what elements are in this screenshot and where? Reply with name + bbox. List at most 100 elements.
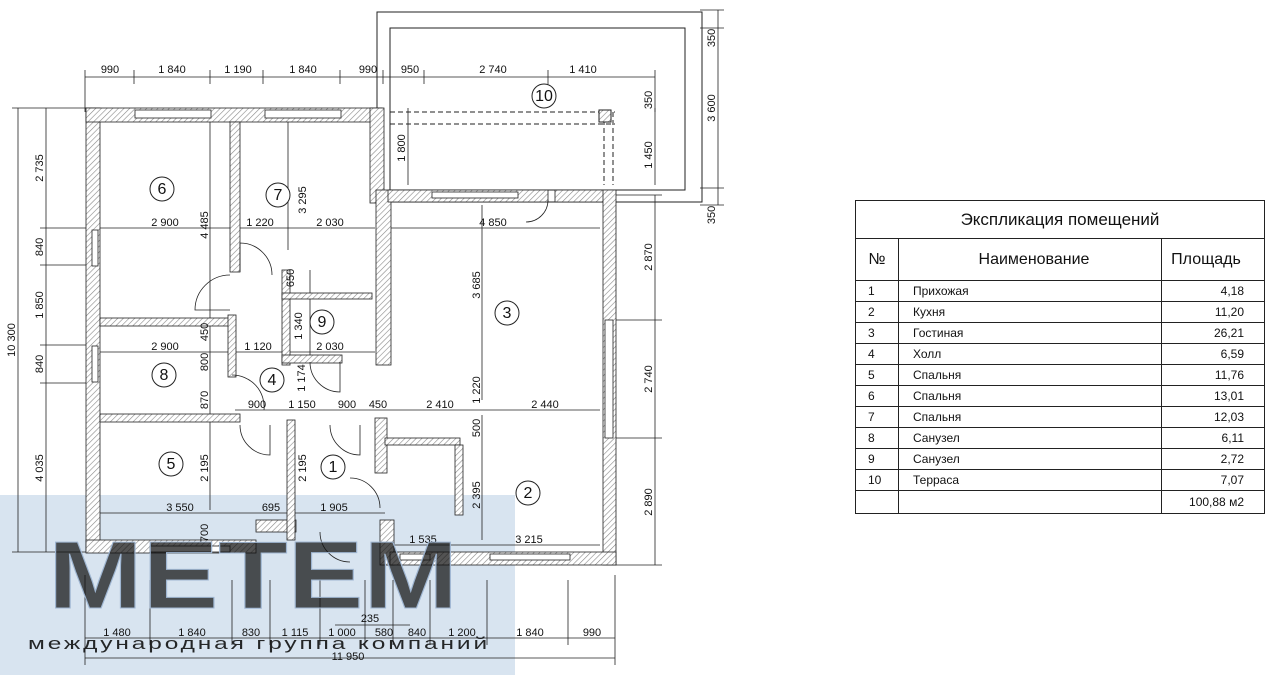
dimension-lines bbox=[12, 9, 724, 665]
table-row: 2 Кухня 11,20 bbox=[855, 301, 1265, 323]
row-area: 6,11 bbox=[1161, 427, 1265, 449]
interior-dim: 800 bbox=[199, 353, 211, 371]
header-name: Наименование bbox=[898, 238, 1162, 281]
bottom-dim: 1 000 bbox=[328, 627, 356, 639]
table-title: Экспликация помещений bbox=[855, 200, 1265, 239]
table-row: 4 Холл 6,59 bbox=[855, 343, 1265, 365]
row-name: Холл bbox=[898, 343, 1162, 365]
watermark-subtitle: международная группа компаний bbox=[28, 634, 490, 653]
room-explication-table: Экспликация помещений № Наименование Пло… bbox=[855, 200, 1265, 514]
interior-dim: 650 bbox=[285, 269, 297, 287]
table-row: 6 Спальня 13,01 bbox=[855, 385, 1265, 407]
room-label-9: 9 bbox=[318, 314, 327, 331]
room-label-1: 1 bbox=[329, 459, 338, 476]
row-number: 4 bbox=[855, 343, 899, 365]
header-number: № bbox=[855, 238, 899, 281]
left-dim: 1 850 bbox=[34, 291, 46, 319]
room-label-5: 5 bbox=[167, 456, 176, 473]
row-area: 12,03 bbox=[1161, 406, 1265, 428]
row-number: 5 bbox=[855, 364, 899, 386]
top-dim: 1 410 bbox=[569, 64, 597, 76]
row-area: 11,20 bbox=[1161, 301, 1265, 323]
table-row: 3 Гостиная 26,21 bbox=[855, 322, 1265, 344]
row-number: 9 bbox=[855, 448, 899, 470]
row-name: Кухня bbox=[898, 301, 1162, 323]
room-label-2: 2 bbox=[524, 485, 533, 502]
row-area: 7,07 bbox=[1161, 469, 1265, 491]
terrace-dim: 350 bbox=[706, 206, 718, 224]
left-dim: 840 bbox=[34, 355, 46, 373]
right-dim: 2 740 bbox=[643, 365, 655, 393]
bottom-dim: 1 480 bbox=[103, 627, 131, 639]
table-row: 7 Спальня 12,03 bbox=[855, 406, 1265, 428]
table-row: 10 Терраса 7,07 bbox=[855, 469, 1265, 491]
row-area: 4,18 bbox=[1161, 280, 1265, 302]
row-area: 11,76 bbox=[1161, 364, 1265, 386]
total-empty-cell bbox=[855, 490, 899, 514]
interior-dim: 695 bbox=[262, 502, 280, 514]
bottom-dim-235: 235 bbox=[361, 613, 379, 625]
row-number: 10 bbox=[855, 469, 899, 491]
interior-dim: 700 bbox=[199, 524, 211, 542]
top-dim: 950 bbox=[401, 64, 419, 76]
room-markers bbox=[149, 83, 557, 506]
watermark-logo: МЕТЕМ международная группа компаний bbox=[28, 522, 490, 654]
interior-dim: 450 bbox=[369, 399, 387, 411]
interior-dim: 2 900 bbox=[151, 341, 179, 353]
interior-dim: 2 900 bbox=[151, 217, 179, 229]
room-label-6: 6 bbox=[158, 181, 167, 198]
left-dim: 4 035 bbox=[34, 454, 46, 482]
interior-dim: 2 030 bbox=[316, 341, 344, 353]
interior-dim: 1 535 bbox=[409, 534, 437, 546]
interior-dim: 1 150 bbox=[288, 399, 316, 411]
interior-dim: 2 195 bbox=[297, 454, 309, 482]
left-dim: 840 bbox=[34, 238, 46, 256]
interior-dim: 1 905 bbox=[320, 502, 348, 514]
interior-dim: 450 bbox=[199, 323, 211, 341]
interior-dim: 3 550 bbox=[166, 502, 194, 514]
right-dim: 2 870 bbox=[643, 243, 655, 271]
total-area: 100,88 м2 bbox=[1161, 490, 1265, 514]
bottom-dim: 580 bbox=[375, 627, 393, 639]
table-row: 1 Прихожая 4,18 bbox=[855, 280, 1265, 302]
interior-dim: 1 220 bbox=[471, 376, 483, 404]
table-row: 5 Спальня 11,76 bbox=[855, 364, 1265, 386]
right-dim: 2 890 bbox=[643, 488, 655, 516]
bottom-dim: 1 115 bbox=[282, 627, 309, 639]
row-area: 2,72 bbox=[1161, 448, 1265, 470]
top-dim: 1 840 bbox=[289, 64, 317, 76]
interior-dim: 1 120 bbox=[244, 341, 272, 353]
interior-dim: 2 440 bbox=[531, 399, 559, 411]
watermark-logo-text: МЕТЕМ bbox=[48, 522, 458, 629]
row-area: 26,21 bbox=[1161, 322, 1265, 344]
table-row: 9 Санузел 2,72 bbox=[855, 448, 1265, 470]
row-name: Терраса bbox=[898, 469, 1162, 491]
room-label-3: 3 bbox=[503, 305, 512, 322]
bottom-dim: 840 bbox=[408, 627, 426, 639]
row-number: 1 bbox=[855, 280, 899, 302]
row-area: 6,59 bbox=[1161, 343, 1265, 365]
bottom-dim: 1 840 bbox=[516, 627, 544, 639]
room-label-8: 8 bbox=[160, 367, 169, 384]
interior-dim: 350 bbox=[643, 91, 655, 109]
total-empty-cell bbox=[898, 490, 1162, 514]
row-number: 3 bbox=[855, 322, 899, 344]
interior-dim: 870 bbox=[199, 391, 211, 409]
interior-dim: 2 410 bbox=[426, 399, 454, 411]
interior-dim: 4 485 bbox=[199, 211, 211, 239]
header-area: Площадь bbox=[1161, 238, 1265, 281]
interior-dim: 1 174 bbox=[296, 364, 308, 392]
top-dim: 1 840 bbox=[158, 64, 186, 76]
terrace-dim: 3 600 bbox=[706, 94, 718, 122]
interior-dim: 4 850 bbox=[479, 217, 507, 229]
interior-dim: 3 215 bbox=[515, 534, 543, 546]
bottom-dim: 990 bbox=[583, 627, 601, 639]
interior-dim: 1 340 bbox=[293, 312, 305, 340]
row-number: 8 bbox=[855, 427, 899, 449]
room-label-10: 10 bbox=[535, 88, 553, 105]
row-name: Спальня bbox=[898, 364, 1162, 386]
row-name: Санузел bbox=[898, 427, 1162, 449]
bottom-dim: 1 200 bbox=[448, 627, 476, 639]
room-label-7: 7 bbox=[274, 187, 283, 204]
interior-dim: 1 800 bbox=[396, 134, 408, 162]
